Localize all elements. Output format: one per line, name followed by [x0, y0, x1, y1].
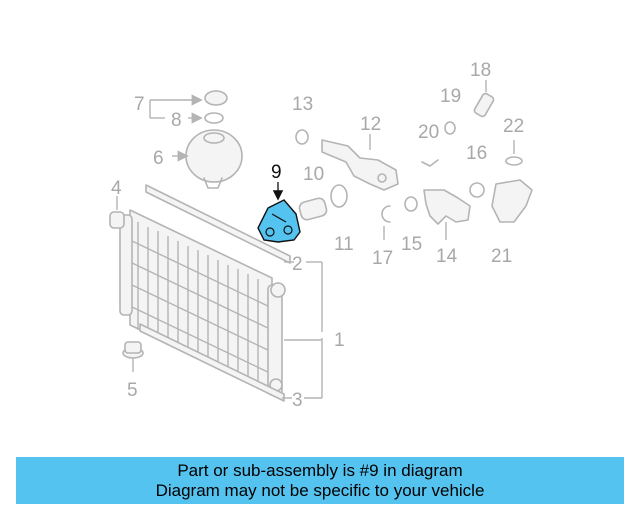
ring-part-15 — [404, 196, 418, 212]
label-12: 12 — [360, 114, 381, 135]
tank-cap — [149, 90, 228, 119]
upper-seal-strip — [145, 184, 291, 264]
label-22: 22 — [503, 116, 524, 137]
label-17: 17 — [372, 248, 393, 269]
housing-part-21 — [491, 179, 533, 223]
info-banner: Part or sub-assembly is #9 in diagram Di… — [16, 457, 624, 504]
label-11: 11 — [334, 234, 354, 255]
label-2: 2 — [292, 254, 303, 275]
flange-part-12 — [321, 134, 399, 191]
outlet-part-14 — [423, 189, 471, 240]
label-20: 20 — [418, 122, 439, 143]
highlighted-part-9 — [257, 182, 301, 243]
sensor-part-18 — [473, 80, 495, 118]
expansion-tank — [172, 129, 243, 189]
radiator-part — [119, 209, 286, 396]
label-4: 4 — [111, 178, 122, 199]
mount-part-4 — [109, 196, 125, 229]
label-21: 21 — [491, 246, 512, 267]
label-15: 15 — [401, 234, 422, 255]
clip-part-20 — [421, 159, 439, 167]
leader-lines — [282, 261, 323, 399]
gasket-part-11 — [330, 184, 348, 208]
o-ring-part-13 — [295, 129, 309, 145]
parts-diagram: 1 2 3 4 5 6 7 8 9 10 11 12 13 14 15 16 1… — [109, 60, 533, 411]
label-19: 19 — [440, 86, 461, 107]
label-16: 16 — [466, 143, 487, 164]
label-5: 5 — [127, 380, 138, 401]
label-18: 18 — [470, 60, 491, 81]
cap-seal — [188, 112, 224, 124]
label-1: 1 — [334, 330, 345, 351]
label-14: 14 — [436, 246, 458, 267]
ring-part-22 — [505, 140, 523, 166]
clip-part-17 — [381, 205, 391, 240]
ring-part-16 — [469, 182, 485, 198]
label-8: 8 — [171, 110, 182, 131]
label-3: 3 — [292, 390, 303, 411]
label-9: 9 — [271, 162, 282, 183]
label-13: 13 — [292, 94, 313, 115]
banner-line-2: Diagram may not be specific to your vehi… — [155, 480, 485, 500]
label-6: 6 — [153, 148, 164, 169]
hose-part-10 — [298, 197, 328, 221]
lower-seal-strip — [139, 323, 285, 402]
label-7: 7 — [134, 94, 145, 115]
ring-part-19 — [444, 121, 456, 135]
label-10: 10 — [303, 164, 324, 185]
banner-line-1: Part or sub-assembly is #9 in diagram — [177, 460, 463, 480]
mount-part-5 — [122, 341, 144, 372]
